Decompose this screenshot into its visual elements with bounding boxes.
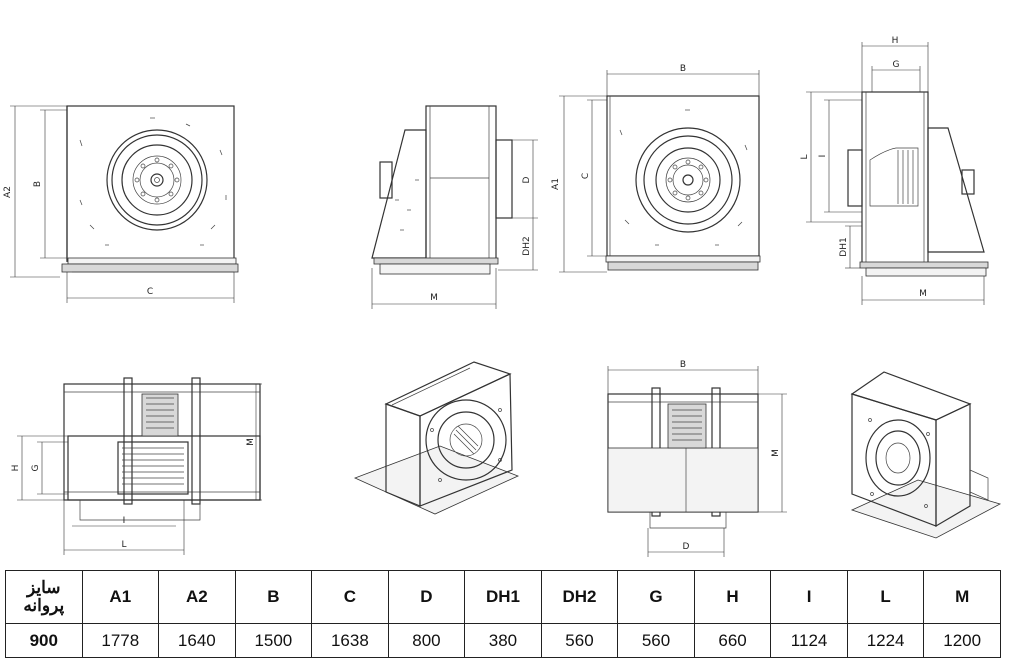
size-header-line1: سایز xyxy=(26,578,61,597)
spec-table: سایز پروانه A1 A2 B C D DH1 DH2 G H I L … xyxy=(5,570,1001,658)
value-c: 1638 xyxy=(311,623,389,658)
column-header-g: G xyxy=(617,570,695,624)
dim-label-d-top: D xyxy=(683,542,690,552)
dim-label-m-right: M xyxy=(919,289,927,299)
dim-label-dh2: DH2 xyxy=(522,236,532,255)
dim-label-b-right: B xyxy=(680,64,686,74)
dim-label-m-side: M xyxy=(430,293,438,303)
front-view-right: B A1 C xyxy=(551,64,761,273)
top-view-right: B M D xyxy=(607,360,787,557)
dim-label-c-right: C xyxy=(581,173,591,179)
dim-label-a2: A2 xyxy=(3,186,13,198)
column-header-d: D xyxy=(387,570,466,624)
dim-label-m-top: M xyxy=(246,438,256,446)
value-h: 660 xyxy=(693,623,772,658)
dim-label-d: D xyxy=(522,176,532,183)
column-header-l: L xyxy=(846,570,925,624)
dim-label-b: B xyxy=(33,181,43,187)
size-header-cell: سایز پروانه xyxy=(5,570,83,624)
dim-label-i-top: I xyxy=(123,516,126,526)
dim-label-dh1: DH1 xyxy=(839,237,849,256)
value-dh2: 560 xyxy=(540,623,619,658)
size-header-line2: پروانه xyxy=(23,596,65,615)
value-a1: 1778 xyxy=(81,623,160,658)
dim-label-a1: A1 xyxy=(551,178,561,190)
front-view-left: A2 B C xyxy=(3,105,239,303)
value-i: 1124 xyxy=(770,623,848,658)
side-view-left: D DH2 M xyxy=(371,105,538,309)
table-row: 900 1778 1640 1500 1638 800 380 560 560 … xyxy=(5,623,1001,658)
isometric-view-left xyxy=(353,361,520,515)
table-header-row: سایز پروانه A1 A2 B C D DH1 DH2 G H I L … xyxy=(5,570,1001,624)
column-header-dh1: DH1 xyxy=(464,570,542,624)
value-b: 1500 xyxy=(234,623,313,658)
dim-label-g-right: G xyxy=(893,60,900,70)
dim-label-i-right: I xyxy=(818,155,828,158)
column-header-c: C xyxy=(311,570,389,624)
dim-label-h-right: H xyxy=(892,36,899,46)
dim-label-m-top-right: M xyxy=(771,449,781,457)
dim-label-b-top: B xyxy=(680,360,686,370)
value-dh1: 380 xyxy=(464,623,542,658)
value-d: 800 xyxy=(387,623,466,658)
dim-label-g-top: G xyxy=(31,464,41,471)
dim-label-l-top: L xyxy=(121,540,126,550)
column-header-b: B xyxy=(234,570,313,624)
column-header-i: I xyxy=(770,570,848,624)
side-view-right: H G L I DH1 M xyxy=(800,36,989,305)
value-a2: 1640 xyxy=(158,623,236,658)
value-l: 1224 xyxy=(846,623,925,658)
value-m: 1200 xyxy=(923,623,1001,658)
column-header-a1: A1 xyxy=(81,570,160,624)
isometric-view-right xyxy=(850,371,1002,539)
technical-drawings: A2 B C D DH2 xyxy=(3,36,1002,557)
top-view-left: M H G I L xyxy=(11,377,262,555)
column-header-a2: A2 xyxy=(158,570,236,624)
size-value-cell: 900 xyxy=(5,623,83,658)
dim-label-l-right: L xyxy=(800,154,810,159)
column-header-m: M xyxy=(923,570,1001,624)
value-g: 560 xyxy=(617,623,695,658)
dim-label-c: C xyxy=(147,287,153,297)
dim-label-h-top: H xyxy=(11,465,21,472)
column-header-dh2: DH2 xyxy=(540,570,619,624)
column-header-h: H xyxy=(693,570,772,624)
